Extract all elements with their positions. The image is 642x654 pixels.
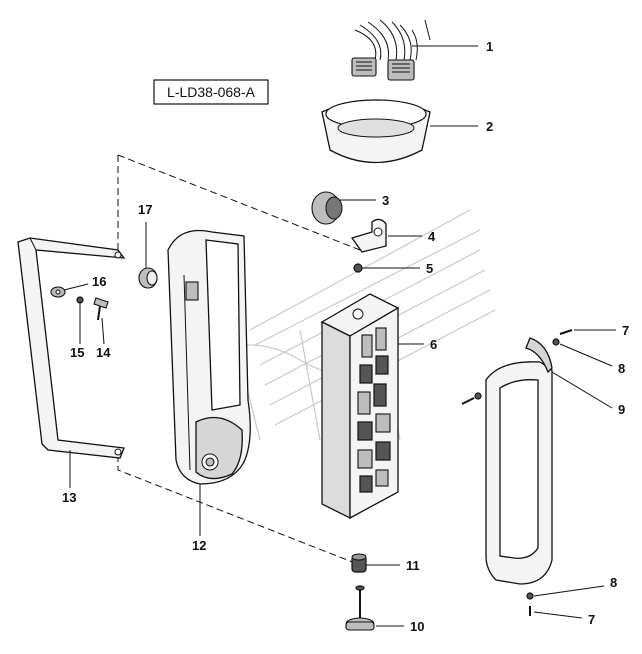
callout-8-top: 8	[618, 361, 625, 376]
callout-8-bottom: 8	[610, 575, 617, 590]
u-bracket	[17, 237, 126, 459]
assembly-dashed-lines	[117, 154, 361, 566]
callout-17: 17	[138, 202, 152, 217]
rear-housing-cover	[167, 229, 251, 485]
fasteners-left	[50, 286, 109, 321]
callout-1: 1	[486, 39, 493, 54]
diagram-code: L-LD38-068-A	[167, 84, 256, 100]
callout-4: 4	[428, 229, 436, 244]
callout-7-bottom: 7	[588, 612, 595, 627]
nut	[353, 263, 363, 273]
callout-labels: 1 2 3 4 5 6 7 8 9 10 11 12 13 14 15 16 1…	[62, 39, 629, 634]
knob-screw	[345, 585, 375, 631]
mounting-bracket	[350, 218, 387, 253]
rubber-plug	[138, 267, 158, 289]
callout-16: 16	[92, 274, 106, 289]
callout-12: 12	[192, 538, 206, 553]
wiring-harness-connectors	[351, 19, 431, 81]
round-bezel-ring	[321, 99, 431, 164]
callout-5: 5	[426, 261, 433, 276]
fasteners-right	[461, 329, 573, 616]
callout-14: 14	[96, 345, 111, 360]
callout-3: 3	[382, 193, 389, 208]
rubber-bushing	[311, 191, 343, 225]
callout-11: 11	[406, 558, 420, 573]
callout-10: 10	[410, 619, 424, 634]
diagram-code-box: L-LD38-068-A	[153, 79, 269, 105]
callout-13: 13	[62, 490, 76, 505]
callout-15: 15	[70, 345, 84, 360]
switch-control-panel	[320, 293, 400, 520]
callout-9: 9	[618, 402, 625, 417]
front-housing-cover	[485, 337, 553, 585]
callout-2: 2	[486, 119, 493, 134]
leader-lines	[63, 45, 616, 627]
spacer-sleeve	[351, 553, 367, 573]
callout-6: 6	[430, 337, 437, 352]
callout-7-top: 7	[622, 323, 629, 338]
